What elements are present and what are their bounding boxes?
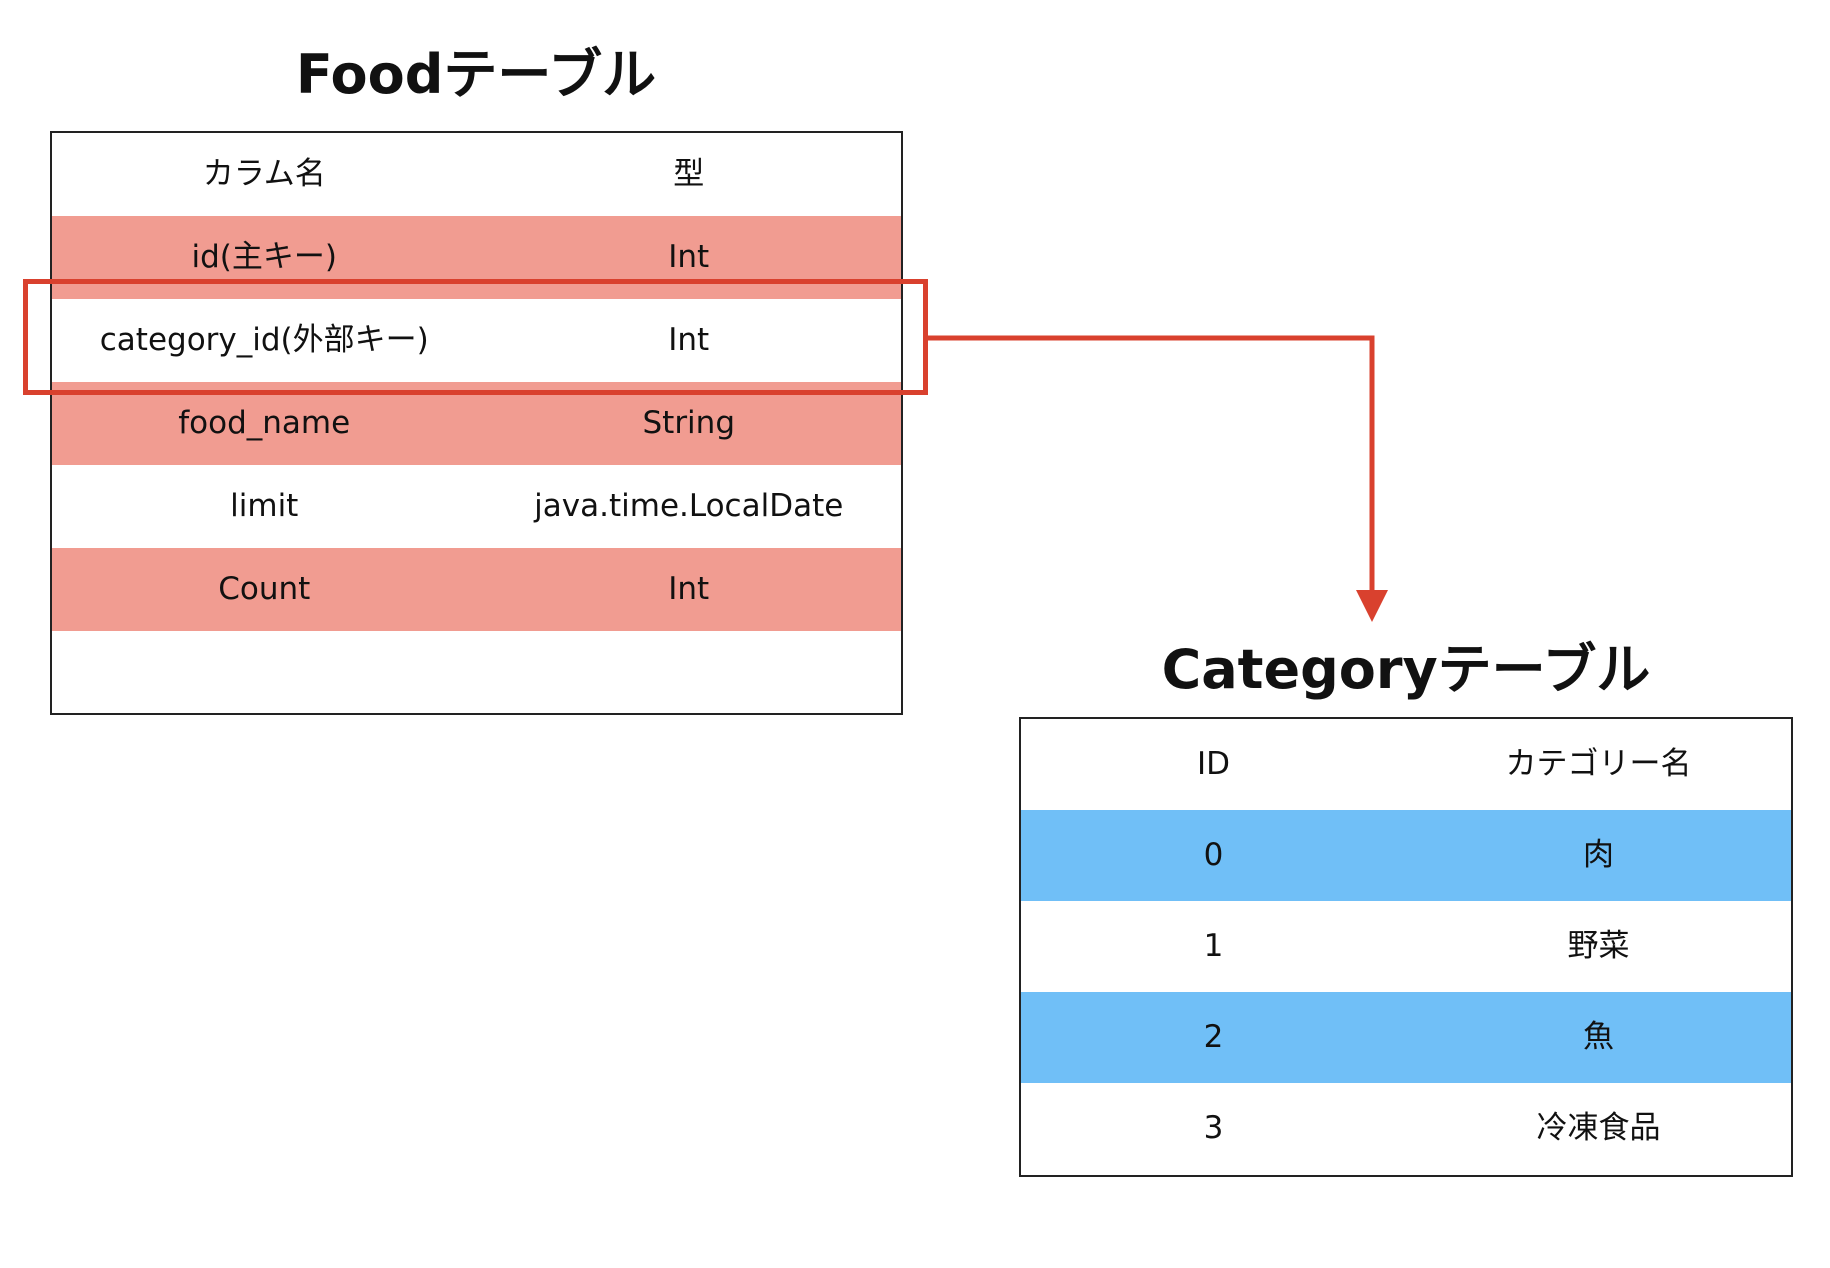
- food-header-type: 型: [673, 156, 705, 192]
- food-row-type: String: [642, 405, 735, 441]
- category-table: ID カテゴリー名 0 肉 1 野菜 2 魚 3 冷凍食品: [1019, 717, 1793, 1177]
- food-row-category-id: category_id(外部キー) Int: [52, 299, 901, 382]
- category-header-id: ID: [1196, 746, 1230, 782]
- category-row-id: 1: [1203, 928, 1224, 964]
- food-row-name: limit: [230, 488, 299, 524]
- food-row-type: Int: [668, 571, 710, 607]
- food-table: カラム名 型 id(主キー) Int category_id(外部キー) Int…: [50, 131, 903, 715]
- food-header-column-name: カラム名: [202, 156, 326, 192]
- food-row-name: id(主キー): [191, 239, 337, 275]
- food-row-food-name: food_name String: [52, 382, 901, 465]
- food-row-type: java.time.LocalDate: [534, 488, 844, 524]
- food-row-type: Int: [668, 322, 710, 358]
- food-row-name: category_id(外部キー): [99, 322, 429, 358]
- food-table-title: Foodテーブル: [295, 43, 657, 106]
- category-row: 3 冷凍食品: [1021, 1083, 1791, 1174]
- food-row-type: Int: [668, 239, 710, 275]
- food-row-name: food_name: [178, 405, 351, 441]
- relation-arrowhead-icon: [1356, 590, 1388, 622]
- category-row-name: 野菜: [1567, 928, 1630, 964]
- category-row-name: 冷凍食品: [1536, 1110, 1661, 1146]
- category-table-header-row: ID カテゴリー名: [1021, 719, 1791, 810]
- category-row-id: 3: [1203, 1110, 1224, 1146]
- food-row-count: Count Int: [52, 548, 901, 631]
- food-row-name: Count: [218, 571, 311, 607]
- category-row-name: 魚: [1583, 1019, 1614, 1055]
- category-header-name: カテゴリー名: [1505, 746, 1692, 782]
- relation-arrow-line: [928, 335, 1375, 596]
- category-row-name: 肉: [1583, 837, 1614, 873]
- category-row-id: 0: [1203, 837, 1224, 873]
- food-row-id: id(主キー) Int: [52, 216, 901, 299]
- category-table-title: Categoryテーブル: [1161, 638, 1651, 701]
- food-row-limit: limit java.time.LocalDate: [52, 465, 901, 548]
- foreign-key-highlight-box: [23, 279, 928, 395]
- category-row: 2 魚: [1021, 992, 1791, 1083]
- food-table-header-row: カラム名 型: [52, 133, 901, 216]
- category-row: 0 肉: [1021, 810, 1791, 901]
- category-row-id: 2: [1203, 1019, 1224, 1055]
- category-row: 1 野菜: [1021, 901, 1791, 992]
